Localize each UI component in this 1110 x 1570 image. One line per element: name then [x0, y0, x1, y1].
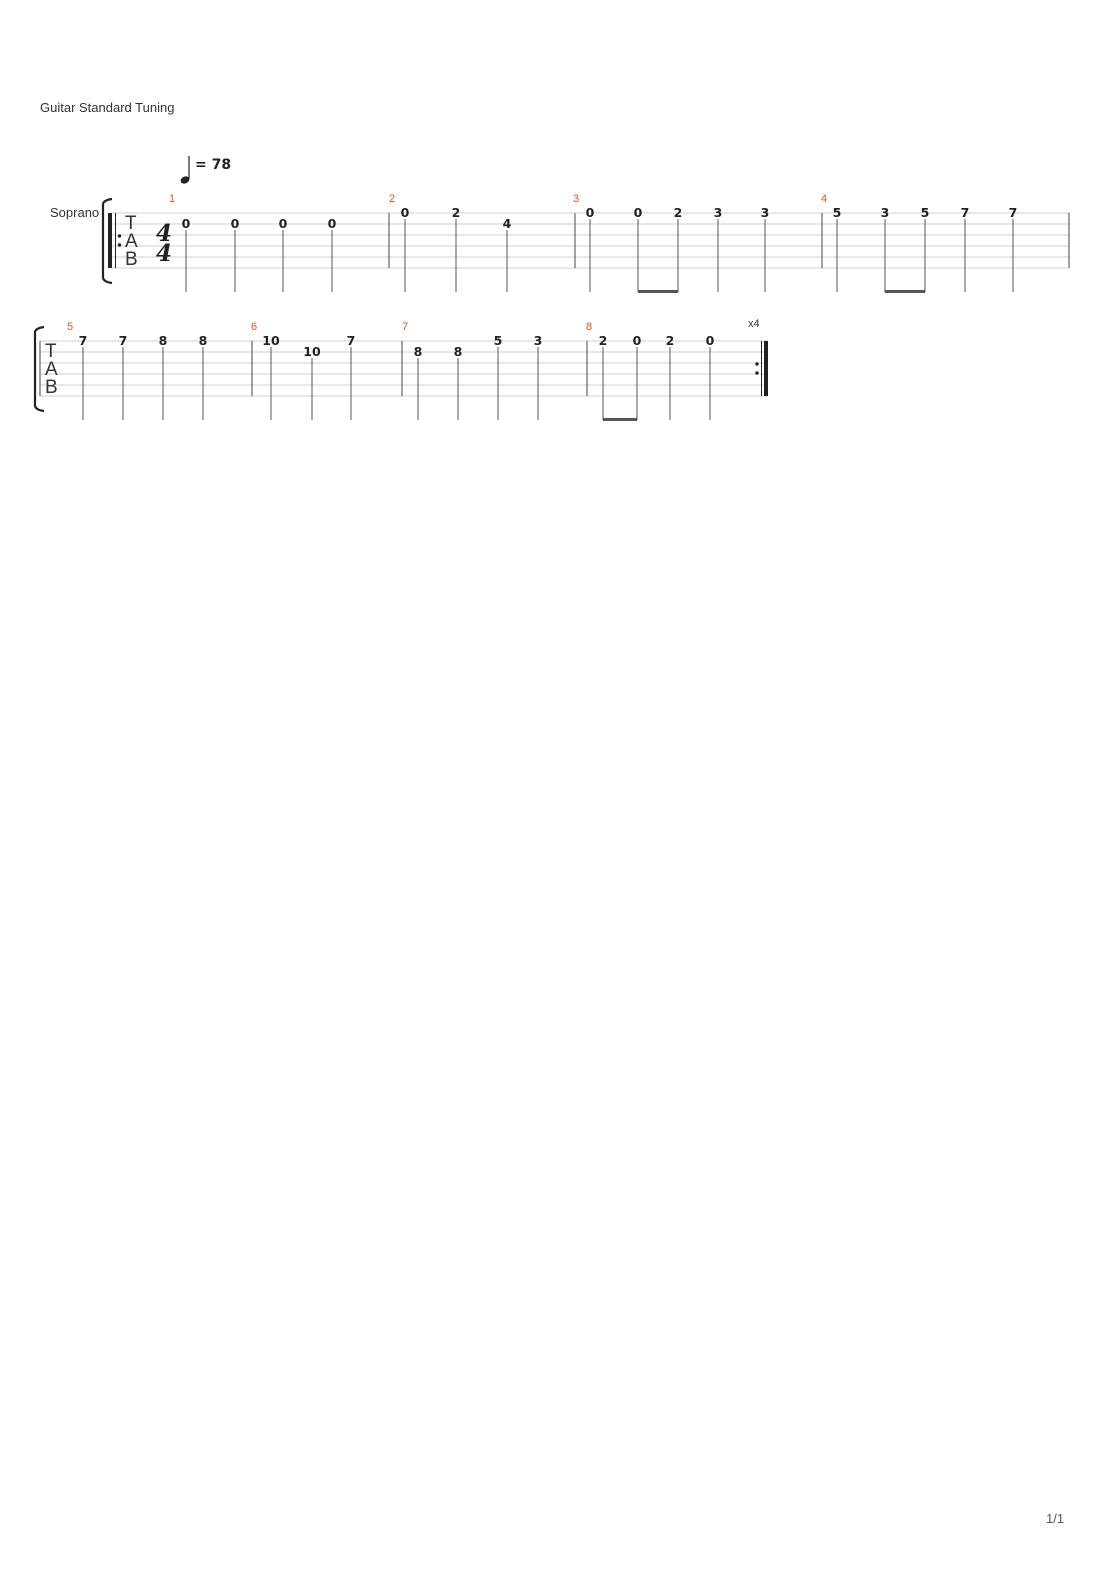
tab-clef-b: B [125, 249, 138, 270]
repeat-dot [117, 243, 122, 247]
fret-number: 10 [303, 344, 321, 359]
fret-number: 3 [881, 205, 890, 220]
fret-number: 0 [634, 205, 643, 220]
measure-number: 5 [67, 321, 73, 333]
repeat-count: x4 [748, 318, 760, 330]
fret-number: 0 [279, 216, 288, 231]
measure-number: 1 [169, 193, 175, 205]
tab-clef-t: T [45, 341, 57, 362]
beam [638, 290, 678, 293]
fret-number: 0 [182, 216, 191, 231]
fret-number: 2 [666, 333, 675, 348]
measure-7: 8 8 5 3 [414, 333, 543, 420]
fret-number: 7 [119, 333, 128, 348]
time-signature-bottom: 4 [156, 240, 172, 267]
system-2: T A B x4 5 6 7 8 7 7 8 8 [33, 318, 768, 421]
system-bracket [33, 325, 45, 413]
measure-number: 2 [389, 193, 395, 205]
measure-1: 0 0 0 0 [182, 216, 337, 292]
tempo-marking: = 78 [180, 156, 231, 184]
fret-number: 7 [1009, 205, 1018, 220]
fret-number: 0 [328, 216, 337, 231]
quarter-note-icon [180, 176, 190, 184]
measure-number: 3 [573, 193, 579, 205]
repeat-dot [117, 234, 122, 238]
time-signature-top: 4 [156, 220, 172, 247]
beam [885, 290, 925, 293]
page-number: 1/1 [1046, 1511, 1065, 1526]
measure-3: 0 0 2 3 3 [586, 205, 770, 293]
repeat-end-thick-bar [764, 341, 768, 396]
instrument-label: Soprano [50, 205, 99, 220]
fret-number: 2 [599, 333, 608, 348]
measure-number: 8 [586, 321, 592, 333]
fret-number: 10 [262, 333, 280, 348]
fret-number: 8 [159, 333, 168, 348]
measure-4: 5 3 5 7 7 [833, 205, 1018, 293]
fret-number: 0 [231, 216, 240, 231]
fret-number: 3 [761, 205, 770, 220]
fret-number: 0 [401, 205, 410, 220]
repeat-dot [755, 371, 759, 375]
fret-number: 0 [633, 333, 642, 348]
tab-clef-a: A [45, 359, 58, 380]
measure-number: 4 [821, 193, 827, 205]
measure-8: 2 0 2 0 [599, 333, 715, 421]
measure-5: 7 7 8 8 [79, 333, 208, 420]
measure-2: 0 2 4 [401, 205, 512, 292]
tempo-value: = 78 [195, 157, 231, 173]
repeat-dot [755, 362, 759, 366]
fret-number: 5 [494, 333, 503, 348]
fret-number: 3 [714, 205, 723, 220]
tab-clef-a: A [125, 231, 138, 252]
tab-clef-b: B [45, 377, 58, 398]
system-1: T A B 4 4 1 2 3 4 0 0 0 0 0 [101, 193, 1070, 293]
fret-number: 0 [586, 205, 595, 220]
fret-number: 5 [921, 205, 930, 220]
measure-6: 10 10 7 [262, 333, 355, 420]
system-bracket [101, 197, 113, 285]
fret-number: 8 [414, 344, 423, 359]
fret-number: 2 [452, 205, 461, 220]
fret-number: 7 [347, 333, 356, 348]
fret-number: 7 [79, 333, 88, 348]
measure-number: 7 [402, 321, 408, 333]
fret-number: 0 [706, 333, 715, 348]
measure-number: 6 [251, 321, 257, 333]
fret-number: 5 [833, 205, 842, 220]
tab-clef-t: T [125, 213, 137, 234]
fret-number: 4 [503, 216, 512, 231]
fret-number: 3 [534, 333, 543, 348]
staff-lines [40, 340, 768, 397]
fret-number: 8 [199, 333, 208, 348]
tuning-label: Guitar Standard Tuning [40, 100, 175, 115]
repeat-start-thick-bar [108, 213, 112, 268]
fret-number: 8 [454, 344, 463, 359]
fret-number: 2 [674, 205, 683, 220]
beam [603, 418, 637, 421]
fret-number: 7 [961, 205, 970, 220]
